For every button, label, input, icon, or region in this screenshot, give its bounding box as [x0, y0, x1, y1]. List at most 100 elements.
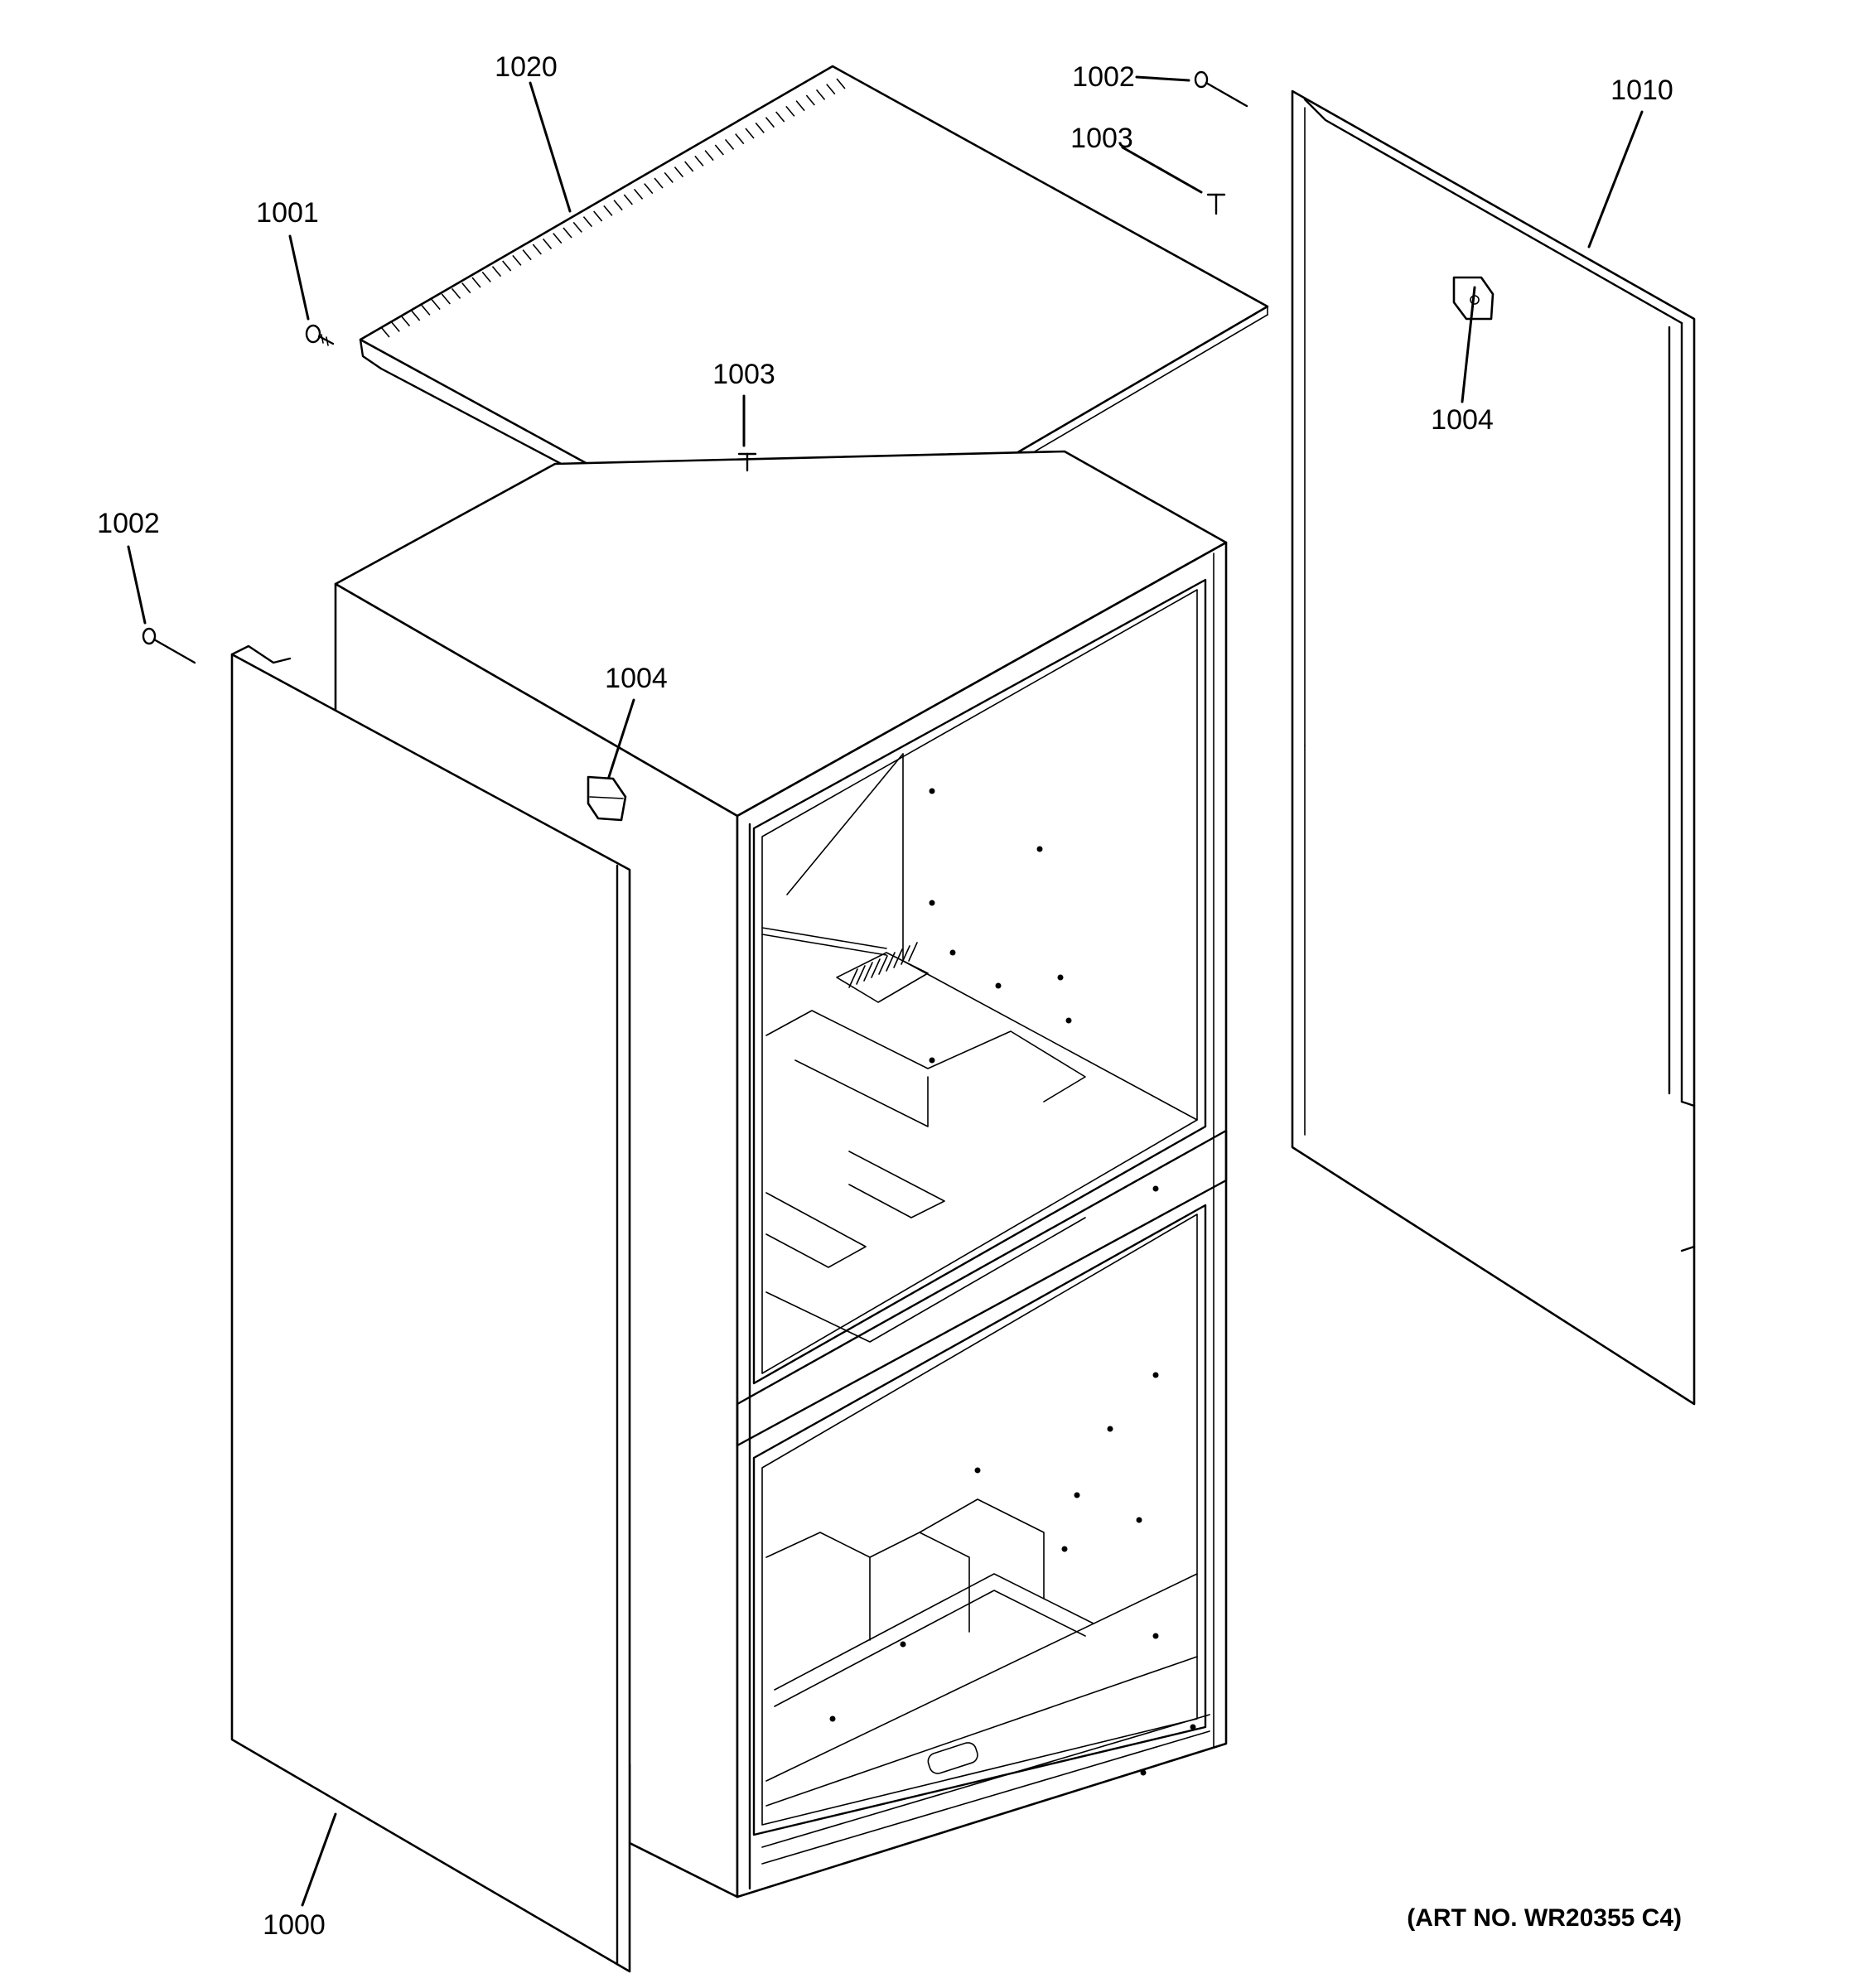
vent-slot — [623, 194, 633, 205]
callout-1002-left: 1002 — [97, 508, 160, 539]
vent-slot — [785, 105, 795, 117]
callout-1003-mid: 1003 — [712, 359, 775, 390]
vent-slot — [461, 282, 471, 294]
vent-slot — [481, 271, 491, 282]
vent-slot — [633, 188, 644, 200]
hole — [974, 1467, 981, 1474]
hole — [1140, 1769, 1147, 1776]
vent-slot — [603, 205, 613, 216]
vent-slot — [815, 89, 826, 100]
vent-slot — [471, 277, 481, 288]
vent-grill-line — [893, 948, 903, 968]
vent-slot — [563, 227, 572, 239]
vent-slot — [431, 299, 441, 311]
vent-slot — [674, 166, 684, 178]
hole — [929, 900, 935, 906]
screw-1003-mid — [737, 452, 757, 472]
callout-1004-right: 1004 — [1431, 404, 1494, 436]
vent-slot — [836, 78, 846, 89]
vent-slot — [491, 266, 502, 277]
vent-slot — [441, 293, 451, 305]
vent-grill-line — [856, 965, 866, 985]
art-number: (ART NO. WR20355 C4) — [1407, 1904, 1682, 1932]
vent-slot — [704, 150, 714, 162]
vent-slot — [572, 221, 582, 233]
vent-slots — [380, 78, 846, 338]
hole — [929, 1057, 935, 1064]
vent-slot — [765, 117, 775, 128]
vent-grill-line — [886, 952, 896, 972]
vent-slot — [654, 177, 664, 189]
screw-1001 — [305, 324, 335, 346]
hole — [829, 1715, 836, 1722]
vent-slot — [390, 321, 400, 332]
hole — [949, 949, 956, 956]
callout-1002-top: 1002 — [1072, 61, 1135, 93]
vent-slot — [805, 94, 815, 106]
hole — [1061, 1546, 1068, 1552]
vent-slot — [553, 233, 563, 244]
hole — [1136, 1517, 1142, 1523]
vent-slot — [542, 238, 553, 249]
hole — [1074, 1492, 1080, 1498]
vent-slot — [593, 210, 603, 222]
vent-slot — [522, 249, 532, 261]
hole — [1107, 1426, 1113, 1432]
vent-slot — [613, 200, 623, 211]
vent-slot — [380, 326, 390, 338]
vent-slot — [400, 316, 411, 327]
vent-slot — [724, 138, 735, 150]
cabinet-holes — [829, 788, 1196, 1776]
vent-slot — [714, 144, 724, 156]
vent-slot — [745, 128, 755, 139]
vent-slot — [502, 260, 512, 272]
vent-slot — [694, 155, 704, 166]
hole — [900, 1641, 906, 1648]
vent-slot — [775, 111, 785, 123]
vent-grill-line — [863, 962, 873, 982]
leader-lines — [127, 75, 1644, 1907]
inner-vent-grill — [848, 942, 918, 988]
vent-slot — [644, 183, 654, 195]
vent-grill-line — [908, 942, 918, 962]
vent-slot — [795, 100, 805, 112]
vent-slot — [735, 133, 745, 145]
left-side-panel-1000 — [230, 644, 631, 1973]
hole — [1152, 1185, 1159, 1192]
vent-grill-line — [871, 958, 881, 978]
callout-1010: 1010 — [1610, 75, 1673, 106]
callout-1004-mid: 1004 — [605, 663, 668, 694]
vent-slot — [512, 254, 522, 266]
right-side-panel-1010 — [1291, 89, 1696, 1406]
vent-grill-line — [848, 968, 858, 988]
vent-slot — [664, 171, 674, 183]
hole — [995, 982, 1002, 989]
hole — [929, 788, 935, 794]
hole — [1036, 846, 1043, 852]
vent-slot — [826, 84, 836, 95]
hole — [1152, 1633, 1159, 1639]
vent-slot — [755, 122, 765, 133]
callout-1003-top: 1003 — [1070, 123, 1133, 154]
vent-slot — [421, 304, 431, 316]
screw-1002-left — [142, 627, 196, 664]
screw-1003-top — [1206, 193, 1226, 215]
hole — [1057, 974, 1064, 981]
hole — [1065, 1017, 1072, 1024]
vent-slot — [532, 244, 542, 255]
vent-slot — [684, 161, 694, 172]
hole — [1190, 1724, 1196, 1730]
callout-1001: 1001 — [256, 197, 319, 229]
screw-1002-top — [1194, 70, 1248, 108]
callout-1020: 1020 — [495, 51, 558, 83]
vent-slot — [411, 310, 421, 321]
vent-grill-line — [901, 945, 910, 965]
vent-slot — [451, 287, 461, 299]
clip-1004-mid — [587, 775, 627, 822]
vent-slot — [582, 216, 593, 228]
callout-1000: 1000 — [263, 1909, 326, 1941]
hole — [1152, 1372, 1159, 1378]
vent-grill-line — [878, 955, 888, 975]
